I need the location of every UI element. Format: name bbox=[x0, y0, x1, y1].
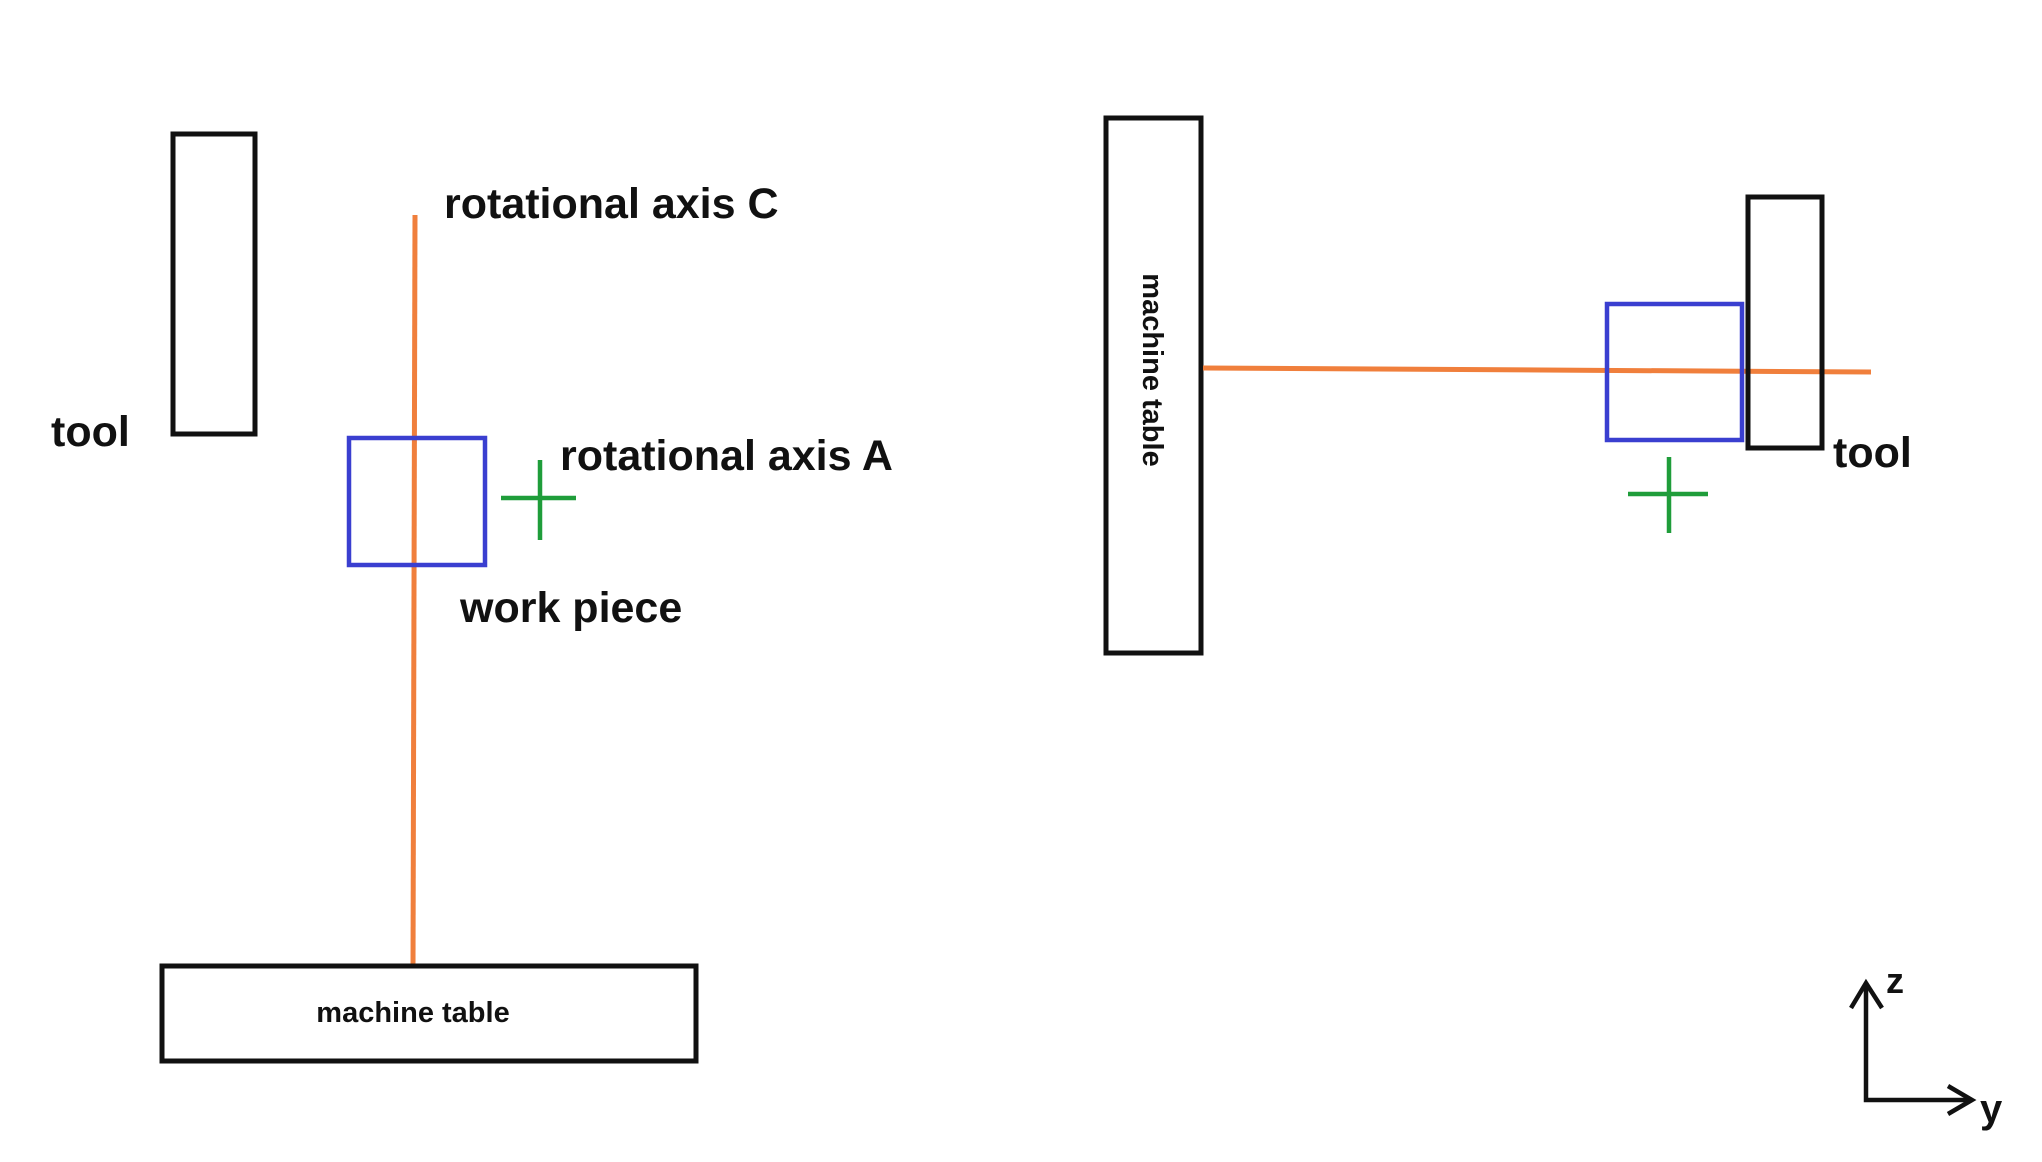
right-tool-label: tool bbox=[1833, 429, 1912, 477]
left-tool-label: tool bbox=[51, 408, 130, 456]
y-axis-label: y bbox=[1980, 1087, 2003, 1131]
axis-a-label: rotational axis A bbox=[560, 432, 893, 480]
right-machine-table-box bbox=[1103, 115, 1204, 656]
left-work-piece-box bbox=[346, 435, 488, 568]
left-tool-box bbox=[170, 131, 258, 437]
coordinate-axes bbox=[1863, 983, 1972, 1103]
axis-c-label: rotational axis C bbox=[444, 180, 779, 228]
axis-a-marker bbox=[501, 460, 576, 540]
right-machine-table-label: machine table bbox=[1136, 273, 1168, 466]
left-machine-table-box bbox=[159, 963, 699, 1064]
right-axis-line bbox=[1202, 365, 1872, 375]
z-arrow-head bbox=[1849, 978, 1884, 1010]
right-view: machine table tool bbox=[1103, 115, 1912, 656]
right-work-piece-box bbox=[1604, 301, 1745, 443]
left-view: tool rotational axis C work piece rotati… bbox=[51, 131, 893, 1064]
y-arrow-head bbox=[1946, 1084, 1977, 1116]
z-axis-label: z bbox=[1886, 960, 1904, 1001]
work-piece-label: work piece bbox=[459, 584, 682, 632]
rotational-axis-c-line bbox=[410, 214, 418, 969]
right-tool-box bbox=[1745, 194, 1825, 451]
coordinate-system: z y bbox=[1849, 960, 2003, 1131]
left-machine-table-label: machine table bbox=[316, 997, 509, 1029]
right-axis-marker bbox=[1628, 457, 1708, 533]
